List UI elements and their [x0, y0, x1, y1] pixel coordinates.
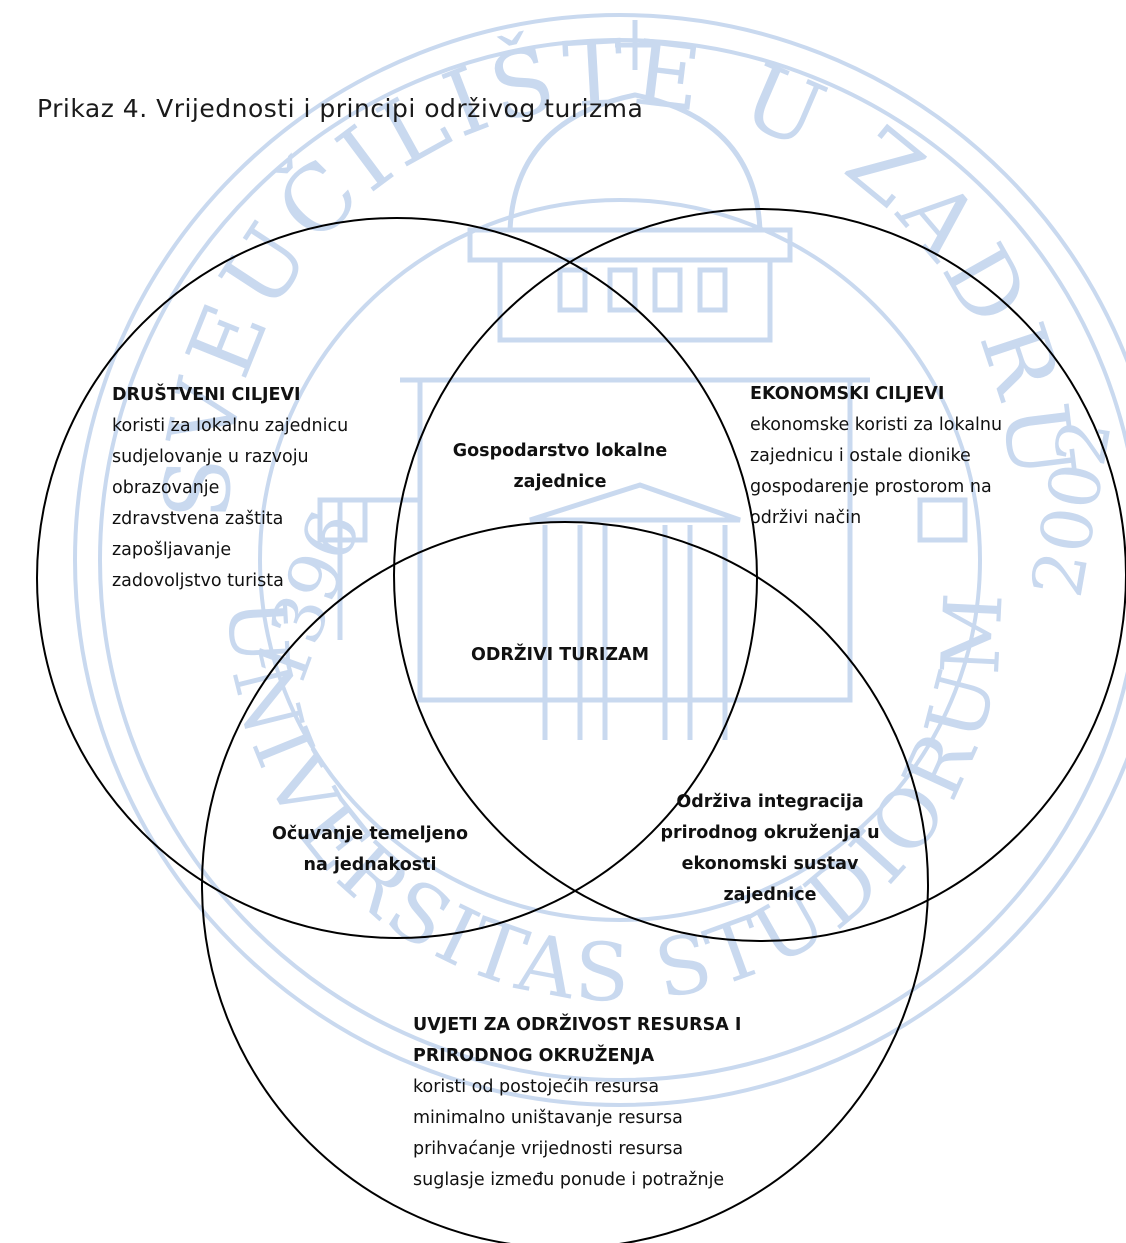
- social-goals-heading: DRUŠTVENI CILJEVI: [112, 385, 301, 405]
- social-economic-overlap-text: Gospodarstvo lokalne zajednice: [430, 436, 690, 498]
- overlap-line: ekonomski sustav: [681, 854, 859, 874]
- environment-item: suglasje između ponude i potražnje: [413, 1170, 725, 1190]
- center-label: ODRŽIVI TURIZAM: [470, 645, 649, 665]
- environment-item: prihvaćanje vrijednosti resursa: [413, 1139, 684, 1159]
- social-goal-item: zadovoljstvo turista: [112, 571, 284, 591]
- social-goals-text: DRUŠTVENI CILJEVI koristi za lokalnu zaj…: [112, 380, 348, 597]
- economic-goals-heading: EKONOMSKI CILJEVI: [750, 384, 945, 404]
- figure-title: Prikaz 4. Vrijednosti i principi održivo…: [37, 94, 644, 123]
- overlap-line: Očuvanje temeljeno: [271, 824, 469, 844]
- social-goal-item: obrazovanje: [112, 478, 220, 498]
- environment-conditions-text: UVJETI ZA ODRŽIVOST RESURSA I PRIRODNOG …: [413, 1010, 741, 1196]
- environment-item: minimalno uništavanje resursa: [413, 1108, 683, 1128]
- social-goal-item: zdravstvena zaštita: [112, 509, 284, 529]
- social-goal-item: sudjelovanje u razvoju: [112, 447, 309, 467]
- environment-conditions-circle: [201, 521, 929, 1243]
- overlap-line: prirodnog okruženja u: [660, 823, 880, 843]
- economic-goals-text: EKONOMSKI CILJEVI ekonomske koristi za l…: [750, 379, 1002, 534]
- economic-goals-circle: [393, 208, 1126, 942]
- social-environment-overlap-text: Očuvanje temeljeno na jednakosti: [240, 819, 500, 881]
- social-goal-item: koristi za lokalnu zajednicu: [112, 416, 349, 436]
- economic-goal-item: ekonomske koristi za lokalnu: [750, 415, 1003, 435]
- economic-goal-item: zajednicu i ostale dionike: [750, 446, 971, 466]
- overlap-line: na jednakosti: [303, 855, 437, 875]
- economic-environment-overlap-text: Održiva integracija prirodnog okruženja …: [640, 787, 900, 911]
- overlap-line: Održiva integracija: [676, 792, 864, 812]
- environment-item: koristi od postojećih resursa: [413, 1077, 660, 1097]
- economic-goal-item: održivi način: [750, 508, 862, 528]
- economic-goal-item: gospodarenje prostorom na: [750, 477, 992, 497]
- overlap-line: zajednice: [723, 885, 817, 905]
- environment-heading-line: UVJETI ZA ODRŽIVOST RESURSA I: [413, 1015, 742, 1035]
- overlap-line: Gospodarstvo lokalne: [452, 441, 668, 461]
- building-sketch: [317, 20, 968, 740]
- social-goal-item: zapošljavanje: [112, 540, 232, 560]
- environment-heading-line: PRIRODNOG OKRUŽENJA: [413, 1046, 655, 1066]
- overlap-line: zajednice: [513, 472, 607, 492]
